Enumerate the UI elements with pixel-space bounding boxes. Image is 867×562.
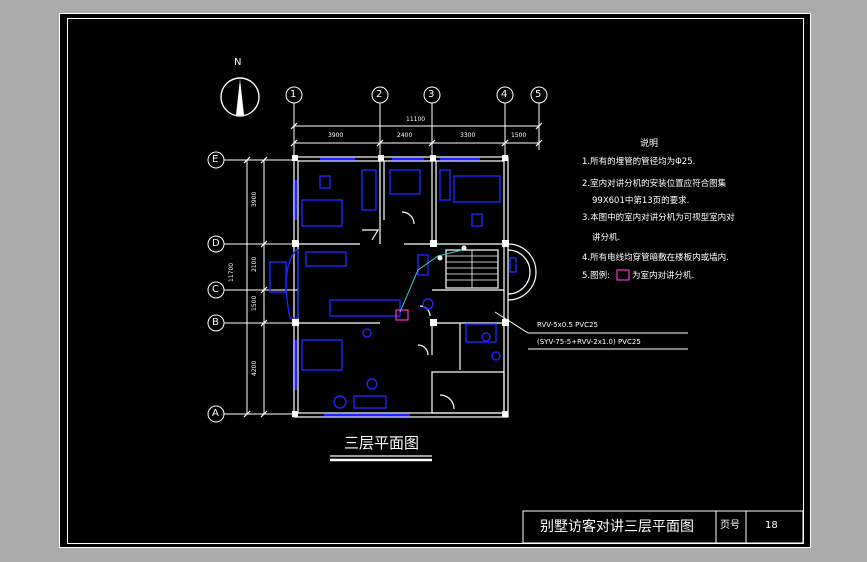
cable-label-2: (SYV-75-5+RVV-2x1.0) PVC25	[537, 338, 641, 346]
north-arrow-icon	[220, 77, 260, 117]
walls	[293, 156, 537, 418]
axis-label-C: C	[212, 284, 219, 295]
axis-label-1: 1	[290, 89, 297, 100]
title-block-name: 别墅访客对讲三层平面图	[540, 519, 694, 535]
dim-top-4: 1500	[511, 132, 527, 139]
fixtures	[269, 157, 517, 417]
dim-total-left: 11700	[228, 262, 235, 282]
cable-label-1: RVV-5x0.5 PVC25	[537, 321, 598, 329]
note-line-5: 讲分机.	[592, 233, 621, 243]
dim-top-1: 3900	[328, 132, 344, 139]
note-line-7: 5.图例:	[582, 271, 610, 281]
legend-symbol	[616, 269, 630, 281]
dim-left-4: 4200	[251, 360, 258, 376]
note-line-1: 1.所有的埋管的管径均为Φ25.	[582, 157, 696, 167]
dim-top-3: 3300	[460, 132, 476, 139]
dim-left-3: 1500	[251, 295, 258, 311]
note-line-2: 2.室内对讲分机的安装位置应符合图集	[582, 179, 727, 189]
title-block-page-number: 18	[765, 520, 778, 531]
axis-label-4: 4	[501, 89, 508, 100]
axis-label-B: B	[212, 317, 219, 328]
drawing-frame	[67, 18, 804, 544]
axis-label-E: E	[212, 154, 219, 165]
notes-heading: 说明	[640, 139, 659, 149]
dim-total-top: 11100	[406, 116, 426, 123]
north-label: N	[234, 57, 242, 68]
dim-left-1: 3900	[251, 191, 258, 207]
indoor-unit-symbol	[395, 309, 409, 321]
cable-route	[399, 249, 463, 313]
dim-left-2: 2100	[251, 256, 258, 272]
note-line-4: 3.本图中的室内对讲分机为可视型室内对	[582, 213, 735, 223]
title-block-page-label: 页号	[720, 520, 740, 531]
axis-label-A: A	[212, 408, 219, 419]
note-line-3: 99X601中第13页的要求.	[592, 196, 690, 206]
note-line-6: 4.所有电线均穿管暗敷在楼板内或墙内.	[582, 253, 729, 263]
note-line-8: 为室内对讲分机.	[632, 271, 695, 281]
axis-label-2: 2	[376, 89, 383, 100]
axis-label-5: 5	[535, 89, 542, 100]
title-block-frame	[522, 510, 804, 544]
drawing-title: 三层平面图	[344, 434, 420, 452]
axis-label-D: D	[212, 238, 220, 249]
axis-label-3: 3	[428, 89, 435, 100]
dim-top-2: 2400	[397, 132, 413, 139]
